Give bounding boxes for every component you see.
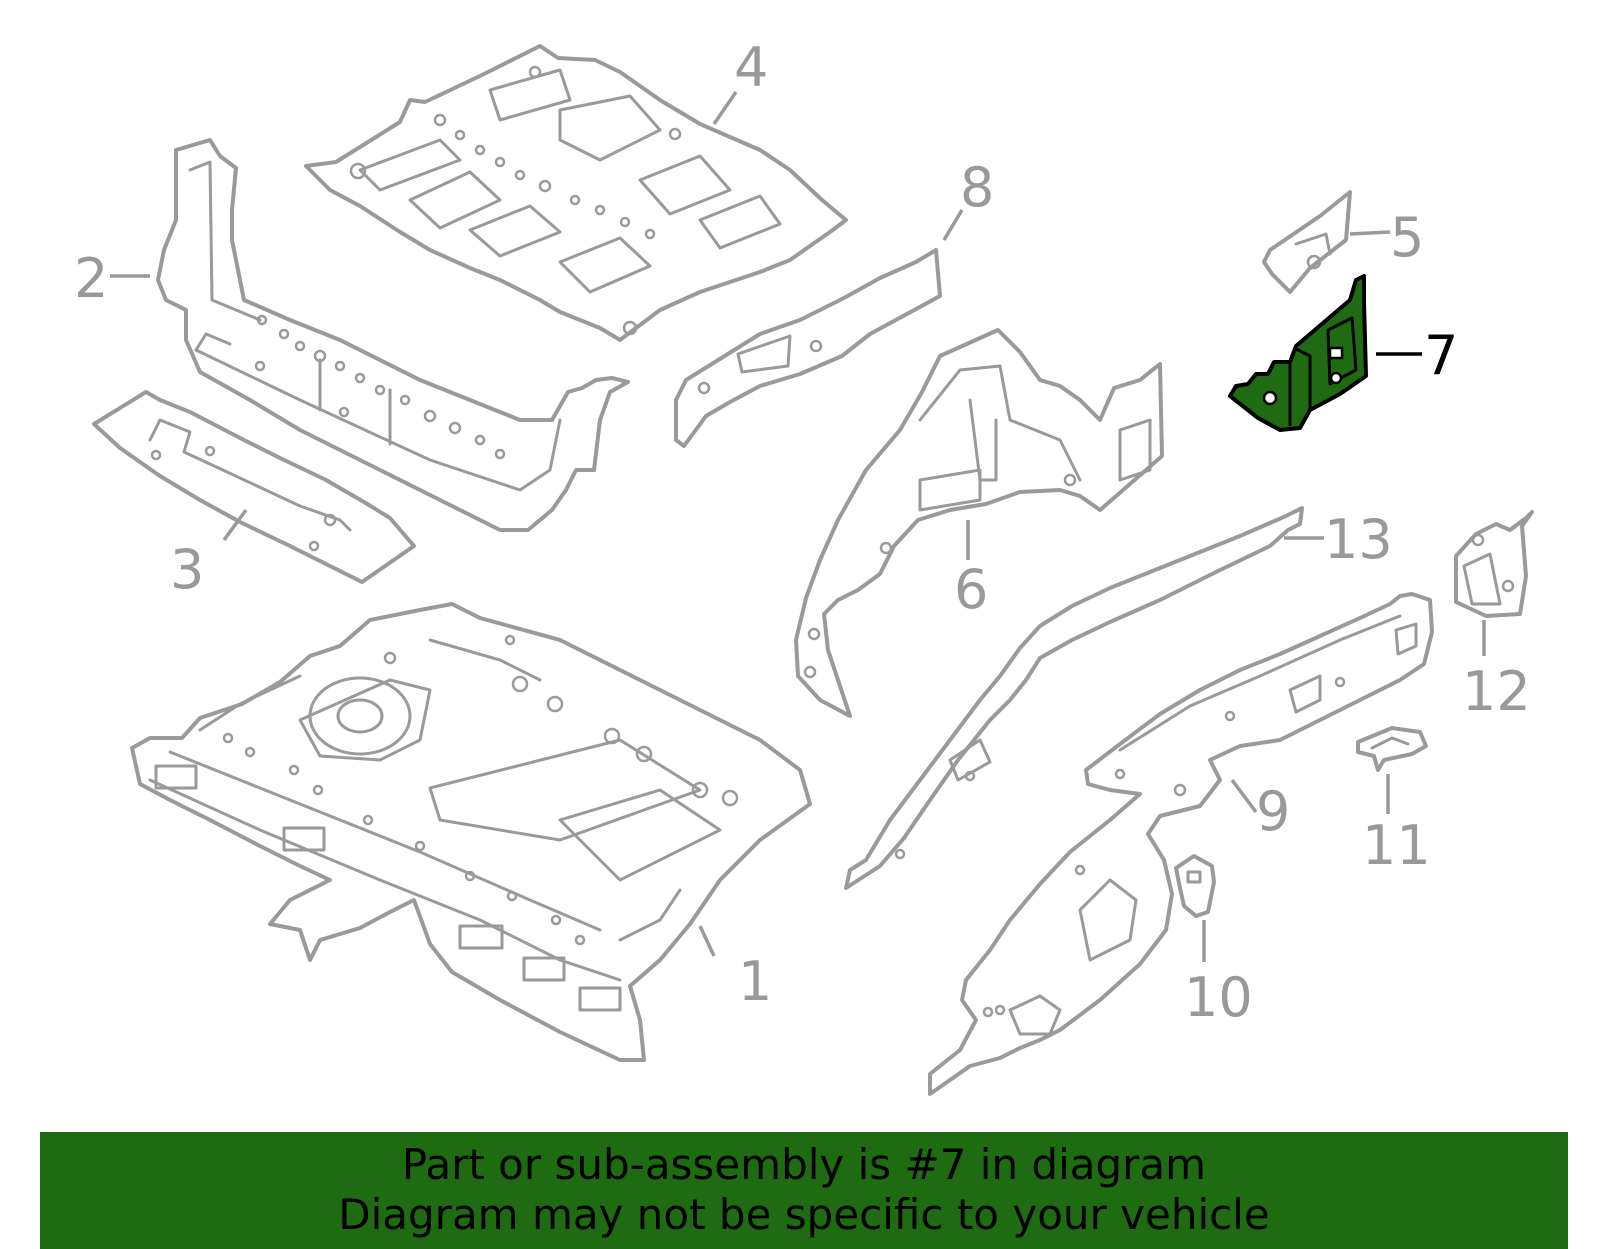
callout-4[interactable]: 4 xyxy=(734,36,768,99)
callout-6[interactable]: 6 xyxy=(954,558,988,621)
part-11-clip[interactable] xyxy=(1356,726,1428,772)
callout-labels: 1 2 3 4 5 6 7 8 9 10 11 12 13 xyxy=(74,36,1531,1029)
part-3-bar[interactable] xyxy=(92,390,416,584)
callout-8[interactable]: 8 xyxy=(960,156,994,219)
info-banner: Part or sub-assembly is #7 in diagram Di… xyxy=(40,1132,1568,1249)
banner-disclaimer: Diagram may not be specific to your vehi… xyxy=(338,1190,1270,1239)
part-7-bracket-highlighted[interactable] xyxy=(1228,274,1368,432)
part-2-crossmember[interactable] xyxy=(156,138,630,532)
callout-13[interactable]: 13 xyxy=(1324,508,1393,571)
part-1-floor-pan[interactable] xyxy=(130,602,812,1062)
part-8-strip[interactable] xyxy=(674,248,942,448)
callout-10[interactable]: 10 xyxy=(1184,966,1253,1029)
callout-7[interactable]: 7 xyxy=(1424,324,1458,387)
part-13-rail[interactable] xyxy=(844,506,1304,890)
callout-1[interactable]: 1 xyxy=(738,950,772,1013)
leader-lines xyxy=(110,91,1486,962)
part-5-gusset[interactable] xyxy=(1262,190,1352,294)
callout-2[interactable]: 2 xyxy=(74,247,108,310)
callout-11[interactable]: 11 xyxy=(1362,814,1431,877)
part-10-plate[interactable] xyxy=(1174,854,1216,918)
callout-3[interactable]: 3 xyxy=(170,538,204,601)
part-9-side-rail[interactable] xyxy=(928,592,1434,1096)
callout-12[interactable]: 12 xyxy=(1462,660,1531,723)
parts-diagram: 1 2 3 4 5 6 7 8 9 10 11 12 13 xyxy=(74,36,1534,1096)
banner-part-notice: Part or sub-assembly is #7 in diagram xyxy=(401,1140,1207,1189)
part-12-box-bracket[interactable] xyxy=(1454,510,1534,618)
callout-5[interactable]: 5 xyxy=(1390,206,1424,269)
callout-9[interactable]: 9 xyxy=(1256,780,1290,843)
part-4-floor-panel[interactable] xyxy=(304,44,848,342)
part-6-wheelhouse[interactable] xyxy=(794,328,1164,718)
